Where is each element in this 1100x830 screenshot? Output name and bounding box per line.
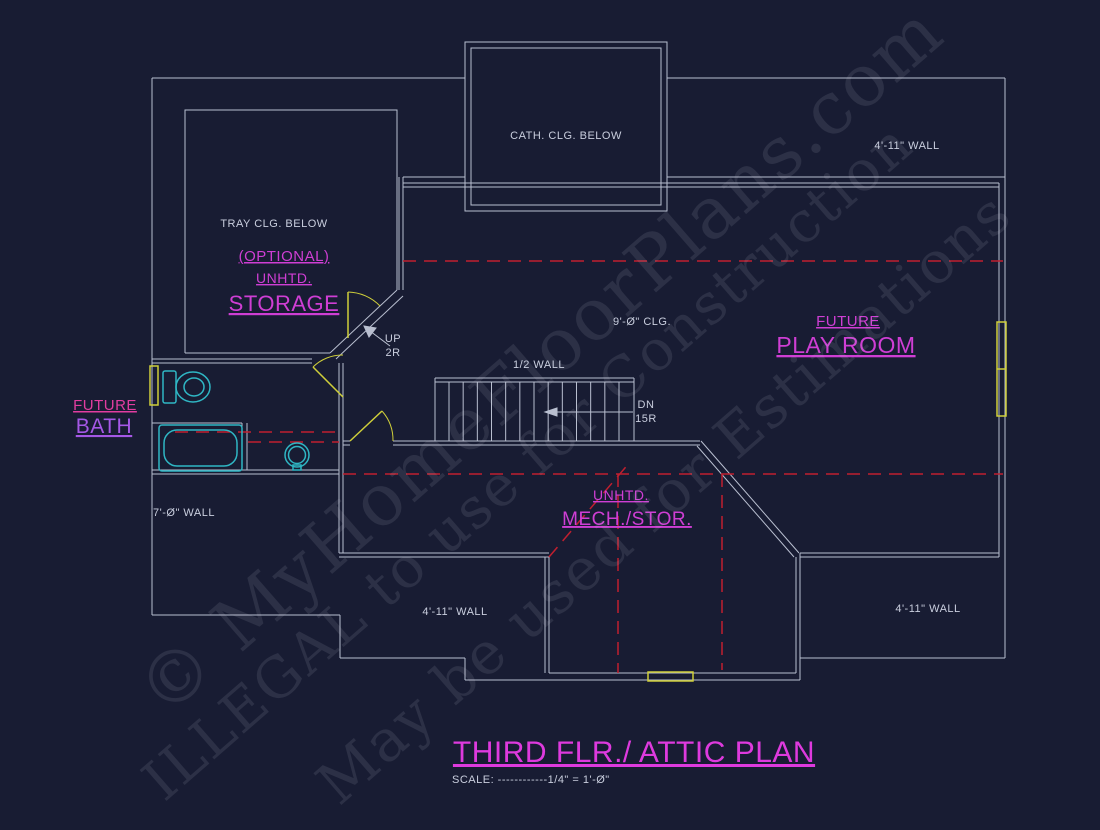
plan-scale-note: SCALE: ------------1/4" = 1'-Ø" (452, 774, 610, 786)
door-bath (312, 354, 344, 398)
tray-clg-label: TRAY CLG. BELOW (220, 218, 327, 230)
mech-room-label-2: MECH./STOR. (562, 509, 692, 530)
storage-room-label-3: STORAGE (229, 291, 340, 316)
bath-room-label-1: FUTURE (73, 397, 137, 414)
half-wall-label: 1/2 WALL (513, 359, 565, 371)
wall-height-top-right-label: 4'-11" WALL (874, 140, 939, 152)
mech-room-label-1: UNHTD. (593, 487, 649, 503)
playroom-label-1: FUTURE (816, 313, 880, 330)
dn-risers-label: 15R (635, 413, 657, 425)
ceiling-break-lines (175, 260, 1003, 673)
playroom-label-2: PLAY ROOM (776, 332, 915, 358)
bath-room-label-2: BATH (76, 415, 132, 438)
door-hall (349, 410, 394, 442)
window-right (996, 321, 1007, 417)
wall-height-bottom-right-label: 4'-11" WALL (895, 603, 960, 615)
sink-fixture (284, 442, 310, 471)
stair-direction-arrow (543, 407, 558, 417)
cath-clg-label: CATH. CLG. BELOW (510, 130, 622, 142)
attic-band-walls (403, 176, 1005, 558)
wall-height-bottom-center-label: 4'-11" WALL (422, 606, 487, 618)
up-label: UP (385, 333, 401, 345)
wall-height-left-label: 7'-Ø" WALL (153, 507, 215, 519)
interior-walls (152, 358, 801, 674)
plan-title: THIRD FLR./ ATTIC PLAN (453, 736, 815, 769)
up-arrow (363, 325, 377, 338)
window-bottom (647, 671, 694, 682)
cathedral-ceiling-box (464, 41, 668, 212)
window-left (149, 365, 159, 406)
bathtub-fixture (158, 424, 243, 472)
storage-room-label-2: UNHTD. (256, 270, 312, 286)
storage-room-label-1: (OPTIONAL) (239, 248, 330, 265)
ceiling-height-label: 9'-Ø" CLG. (613, 316, 671, 328)
outer-walls (151, 77, 1006, 681)
toilet-fixture (162, 370, 211, 404)
storage-room-walls (184, 109, 404, 360)
staircase (363, 325, 635, 441)
dn-label: DN (638, 399, 655, 411)
door-storage (347, 291, 381, 338)
up-risers-label: 2R (385, 347, 400, 359)
